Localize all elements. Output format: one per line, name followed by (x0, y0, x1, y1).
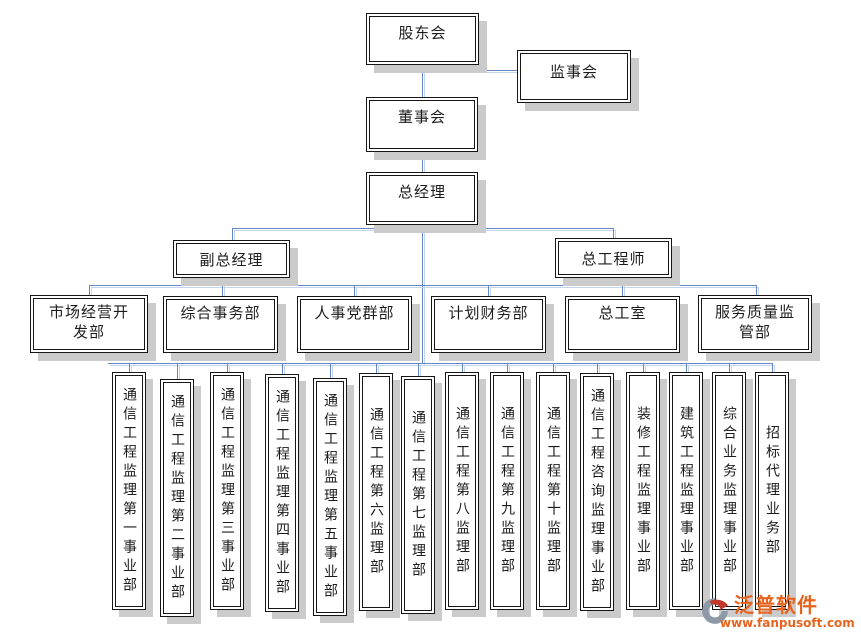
connector-stub-dept-6 (756, 285, 757, 295)
connector-stub-unit-9 (507, 363, 508, 372)
node-dept-market-development: 市场经营开发部 (30, 295, 148, 353)
connector-stub-dept-3 (354, 285, 355, 296)
connector-branch-supervisors (422, 70, 517, 71)
node-unit-supervision-dept10: 通信工程第十监理部 (536, 372, 570, 610)
fanpu-logo-icon (702, 598, 728, 624)
node-dept-planning-finance: 计划财务部 (431, 296, 546, 353)
node-directors: 董事会 (366, 97, 478, 152)
connector-stub-unit-12 (643, 363, 644, 372)
watermark-brand: 泛普软件 (734, 593, 818, 617)
connector-dgm-ce-bar (232, 228, 613, 229)
node-general-manager: 总经理 (366, 172, 478, 225)
connector-stub-unit-13 (686, 363, 687, 372)
connector-stub-unit-4 (282, 363, 283, 374)
connector-stub-unit-11 (597, 363, 598, 373)
connector-stub-unit-7 (418, 363, 419, 376)
node-deputy-general-manager: 副总经理 (173, 240, 290, 278)
node-dept-chief-engineer-office: 总工室 (565, 296, 680, 353)
node-unit-comprehensive: 综合业务监理事业部 (712, 372, 746, 610)
connector-gm-trunk (422, 225, 423, 363)
connector-stub-unit-15 (772, 363, 773, 372)
connector-stub-unit-1 (129, 363, 130, 372)
node-unit-supervision-div1: 通信工程监理第一事业部 (112, 372, 146, 610)
connector-stub-unit-6 (376, 363, 377, 373)
node-dept-service-quality: 服务质量监管部 (698, 295, 812, 353)
node-unit-supervision-dept6: 通信工程第六监理部 (359, 373, 393, 611)
node-unit-construction: 建筑工程监理事业部 (669, 372, 703, 610)
connector-department-bus (89, 285, 756, 286)
connector-stub-unit-5 (330, 363, 331, 378)
connector-stub-dgm (232, 228, 233, 240)
watermark-url: www.fanpusoft.com (720, 616, 855, 630)
node-supervisors: 监事会 (517, 50, 631, 103)
node-unit-supervision-dept7: 通信工程第七监理部 (401, 376, 435, 614)
node-chief-engineer: 总工程师 (555, 238, 672, 278)
node-unit-bidding-agency: 招标代理业务部 (755, 372, 789, 610)
node-dept-hr-party: 人事党群部 (297, 296, 412, 353)
connector-stub-unit-8 (462, 363, 463, 372)
node-unit-supervision-div4: 通信工程监理第四事业部 (265, 374, 299, 612)
connector-stub-dept-5 (622, 278, 623, 296)
watermark: 泛普软件 www.fanpusoft.com (700, 593, 855, 630)
connector-unit-bus (108, 363, 773, 364)
connector-stub-unit-14 (729, 363, 730, 372)
node-unit-supervision-div2: 通信工程监理第二事业部 (160, 379, 194, 617)
node-unit-supervision-dept8: 通信工程第八监理部 (445, 372, 479, 610)
node-dept-general-affairs: 综合事务部 (163, 296, 278, 353)
node-shareholders: 股东会 (366, 13, 479, 65)
connector-stub-ce (613, 228, 614, 238)
connector-directors-gm (422, 152, 423, 172)
connector-stub-unit-10 (553, 363, 554, 372)
node-unit-supervision-div5: 通信工程监理第五事业部 (313, 378, 347, 616)
connector-stub-unit-3 (227, 363, 228, 372)
node-unit-supervision-dept9: 通信工程第九监理部 (490, 372, 524, 610)
node-unit-decoration: 装修工程监理事业部 (626, 372, 660, 610)
connector-stub-dept-2 (222, 278, 223, 296)
connector-stub-unit-2 (177, 363, 178, 379)
connector-stub-dept-1 (89, 285, 90, 295)
node-unit-consulting: 通信工程咨询监理事业部 (580, 373, 614, 611)
connector-shareholders-directors (422, 65, 423, 97)
node-unit-supervision-div3: 通信工程监理第三事业部 (210, 372, 244, 610)
connector-stub-dept-4 (488, 285, 489, 296)
